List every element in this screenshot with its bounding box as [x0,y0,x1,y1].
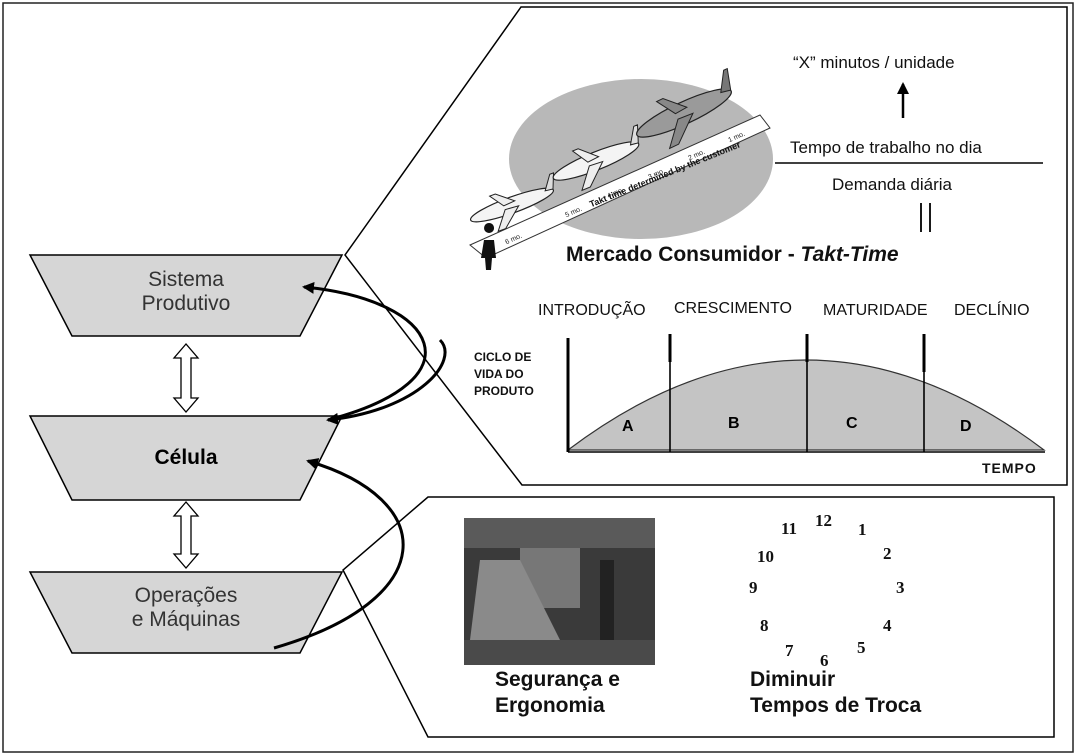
clock-number-2: 2 [883,544,892,563]
clock-number-3: 3 [896,578,905,597]
photo-floor [464,640,655,665]
lifecycle-ylabel: CICLO DE VIDA DO PRODUTO [474,349,534,400]
clock-number-8: 8 [760,616,769,635]
ylabel-line1: CICLO DE [474,350,532,364]
label-celula: Célula [154,446,218,469]
clock-number-1: 1 [858,520,867,539]
lifecycle-xlabel: TEMPO [982,460,1037,476]
phase-crescimento: CRESCIMENTO [674,300,792,317]
lifecycle-chart [566,334,1046,453]
airplane-illustration [469,67,773,270]
caption-seguranca: Segurança e Ergonomia [495,667,620,719]
photo-ceiling [464,518,655,548]
clock-number-9: 9 [749,578,758,597]
phase-maturidade: MATURIDADE [823,302,928,319]
curved-arrow-top-return [326,338,447,425]
phase-introducao: INTRODUÇÃO [538,302,646,319]
segment-d: D [960,418,972,435]
takt-numerator: Tempo de trabalho no dia [790,138,982,157]
clock-number-6: 6 [820,651,829,670]
airplane-2 [552,124,640,192]
trapezoid-operacoes [28,571,344,654]
caption-troca-line1: Diminuir [750,668,836,691]
label-sistema: Sistema [148,268,224,291]
top-panel-frame [344,6,1068,486]
clock-number-5: 5 [857,638,866,657]
clock-number-4: 4 [883,616,892,635]
ylabel-line3: PRODUTO [474,384,534,398]
caption-troca-line2: Tempos de Troca [750,694,922,717]
curved-arrow-bottom [273,458,405,650]
photo-machine [470,560,560,640]
lifecycle-curve [566,359,1046,451]
clock-number-7: 7 [785,641,794,660]
takt-title-italic: Takt-Time [800,243,899,266]
person-silhouette [481,223,496,270]
label-produtivo: Produtivo [141,292,231,316]
bottom-panel-frame [342,496,1055,738]
label-sistema-produtivo: Sistema Produtivo [72,268,300,316]
segment-c: C [846,415,858,432]
caption-seguranca-line1: Segurança e [495,668,620,691]
double-arrow-lower [172,501,200,569]
caption-seguranca-line2: Ergonomia [495,694,605,717]
caption-tempos-troca: Diminuir Tempos de Troca [750,667,921,719]
phase-declinio: DECLÍNIO [954,302,1030,319]
double-arrow-upper [172,343,200,413]
takt-title: Mercado Consumidor - Takt-Time [566,243,899,267]
takt-title-prefix: Mercado Consumidor [566,243,782,266]
photo-operator [600,560,614,640]
label-maquinas: e Máquinas [131,608,241,632]
airplane-1 [469,172,555,233]
safety-photo [464,518,655,665]
airplane-3 [636,67,732,150]
curved-arrow-top [302,281,427,422]
segment-b: B [728,415,740,432]
clock-number-11: 11 [781,519,798,538]
timeline-strip [469,114,771,259]
takt-denominator: Demanda diária [832,175,953,194]
trapezoid-celula [28,415,344,501]
trapezoid-sistema-produtivo [28,254,344,337]
clock-number-10: 10 [757,547,774,566]
segment-a: A [622,418,634,435]
label-operacoes-maquinas: Operações e Máquinas [72,584,300,632]
takt-title-dash: - [781,243,801,266]
clock-number-12: 12 [815,511,832,530]
label-operacoes: Operações [134,584,238,607]
ylabel-line2: VIDA DO [474,367,524,381]
takt-result: “X” minutos / unidade [793,53,955,72]
